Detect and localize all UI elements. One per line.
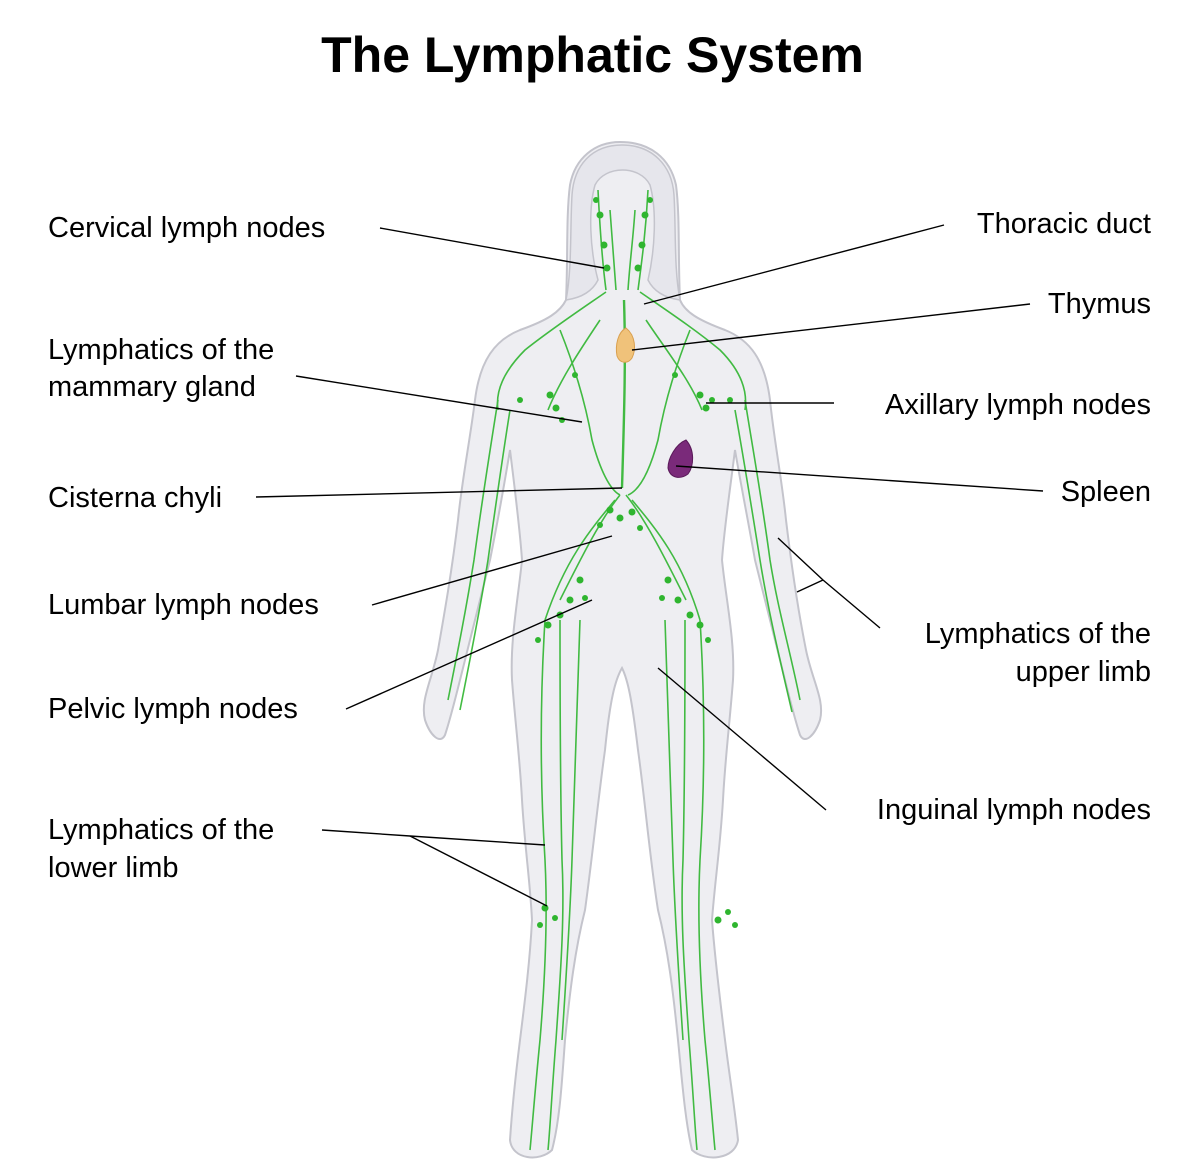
leader-lower-limb-2 <box>409 835 548 907</box>
leader-cisterna <box>255 487 623 498</box>
leader-pelvic <box>345 599 593 710</box>
label-thoracic-duct: Thoracic duct <box>976 208 1151 240</box>
lymph-nodes <box>517 197 738 928</box>
label-cervical-lymph-nodes: Cervical lymph nodes <box>48 212 326 244</box>
leader-thymus <box>631 303 1031 351</box>
body-silhouette <box>422 140 823 1159</box>
label-thymus: Thymus <box>1047 288 1151 320</box>
label-mammary-line-2: mammary gland <box>48 371 256 403</box>
leader-spleen <box>675 465 1044 492</box>
label-upper-limb-line-1: Lymphatics of the <box>924 618 1151 650</box>
label-mammary-line-1: Lymphatics of the <box>48 334 275 366</box>
leader-lumbar <box>371 535 613 606</box>
label-upper-limb-line-2: upper limb <box>1015 656 1151 688</box>
leader-lines <box>255 224 1044 907</box>
diagram-title: The Lymphatic System <box>321 27 864 83</box>
label-axillary-lymph-nodes: Axillary lymph nodes <box>885 389 1151 421</box>
leader-upper-limb-2 <box>796 579 824 593</box>
label-cisterna-chyli: Cisterna chyli <box>48 482 223 514</box>
leader-lower-limb <box>321 829 546 846</box>
leader-thoracic <box>643 224 945 305</box>
leader-mammary <box>295 375 583 423</box>
label-spleen: Spleen <box>1060 476 1151 508</box>
thymus-organ <box>615 327 635 363</box>
spleen-organ <box>667 439 694 478</box>
label-lumbar-lymph-nodes: Lumbar lymph nodes <box>48 589 319 621</box>
leader-cervical <box>379 227 605 269</box>
label-lower-limb-line-2: lower limb <box>48 852 179 884</box>
lymph-vessels <box>447 189 801 1151</box>
leader-inguinal <box>657 667 827 811</box>
label-inguinal-lymph-nodes: Inguinal lymph nodes <box>876 794 1151 826</box>
body-outline <box>422 140 823 1159</box>
hair-outline <box>565 144 681 301</box>
label-pelvic-lymph-nodes: Pelvic lymph nodes <box>48 693 298 725</box>
label-lower-limb-line-1: Lymphatics of the <box>48 814 275 846</box>
